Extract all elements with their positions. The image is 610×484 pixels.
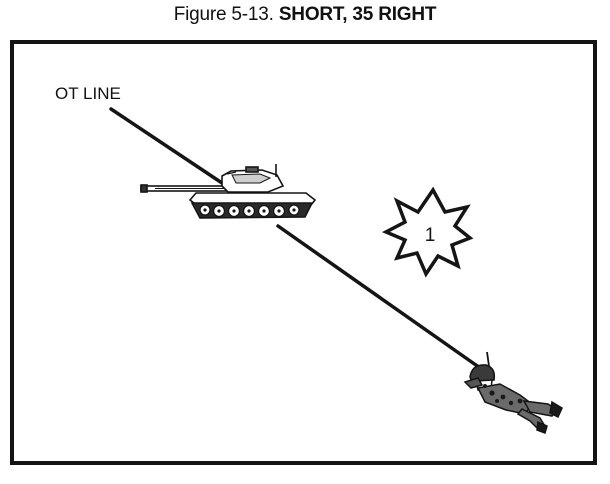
figure-caption: Figure 5-13. SHORT, 35 RIGHT — [0, 4, 610, 26]
tank-icon — [140, 164, 317, 219]
ot-line-label: OT LINE — [55, 84, 121, 103]
burst-icon: 1 — [381, 186, 474, 278]
figure-title: SHORT, 35 RIGHT — [278, 4, 437, 25]
figure-number: Figure 5-13. — [173, 4, 274, 25]
soldier-icon — [463, 351, 563, 434]
ot-line-lower — [276, 224, 485, 372]
ot-line-upper — [109, 107, 224, 185]
diagram-frame — [10, 40, 597, 465]
burst-label: 1 — [425, 225, 436, 246]
